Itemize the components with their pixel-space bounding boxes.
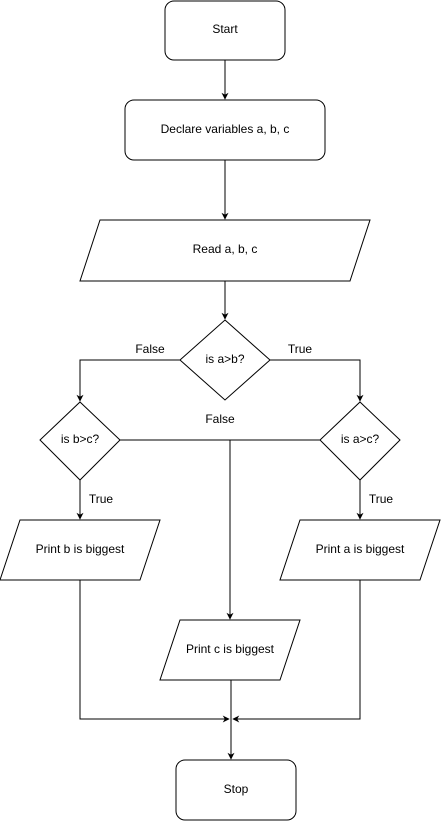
edge-cond-ab-true	[270, 359, 364, 402]
print-b-label: Print b is biggest	[36, 542, 125, 556]
node-start: Start	[164, 0, 286, 61]
print-c-label: Print c is biggest	[186, 642, 275, 656]
node-cond-ab: is a>b?	[179, 319, 271, 401]
print-b-parallelogram	[0, 519, 161, 581]
node-read: Read a, b, c	[79, 219, 371, 282]
edge-label-ac-true: True	[369, 492, 394, 506]
cond-bc-label: is b>c?	[61, 432, 100, 446]
cond-ab-diamond	[179, 319, 271, 401]
edge-label-bc-false: False	[205, 412, 235, 426]
print-a-parallelogram	[279, 519, 441, 581]
node-cond-ac: is a>c?	[319, 401, 401, 481]
read-input-parallelogram	[79, 219, 371, 282]
stop-label: Stop	[224, 782, 249, 796]
print-c-parallelogram	[159, 619, 301, 681]
node-cond-bc: is b>c?	[39, 401, 121, 481]
read-label: Read a, b, c	[193, 242, 258, 256]
edges	[76, 60, 364, 760]
edge-label-ab-true: True	[288, 342, 313, 356]
cond-ac-label: is a>c?	[341, 432, 380, 446]
declare-label: Declare variables a, b, c	[161, 122, 290, 136]
node-print-b: Print b is biggest	[0, 519, 161, 581]
print-a-label: Print a is biggest	[316, 542, 405, 556]
edge-labels: False True False True True	[89, 342, 394, 506]
stop-terminator	[175, 759, 297, 821]
cond-ac-diamond	[319, 401, 401, 481]
node-declare: Declare variables a, b, c	[124, 99, 326, 161]
node-print-c: Print c is biggest	[159, 619, 301, 681]
start-terminator	[164, 0, 286, 61]
edge-label-ab-false: False	[135, 342, 165, 356]
start-label: Start	[212, 22, 238, 36]
edge-print-a-to-merge	[232, 580, 361, 723]
edge-print-b-to-merge	[79, 580, 230, 723]
declare-process	[124, 99, 326, 161]
node-print-a: Print a is biggest	[279, 519, 441, 581]
edge-label-bc-true: True	[89, 492, 114, 506]
cond-ab-label: is a>b?	[205, 352, 244, 366]
node-stop: Stop	[175, 759, 297, 821]
cond-bc-diamond	[39, 401, 121, 481]
edge-cond-ab-false	[76, 359, 180, 402]
